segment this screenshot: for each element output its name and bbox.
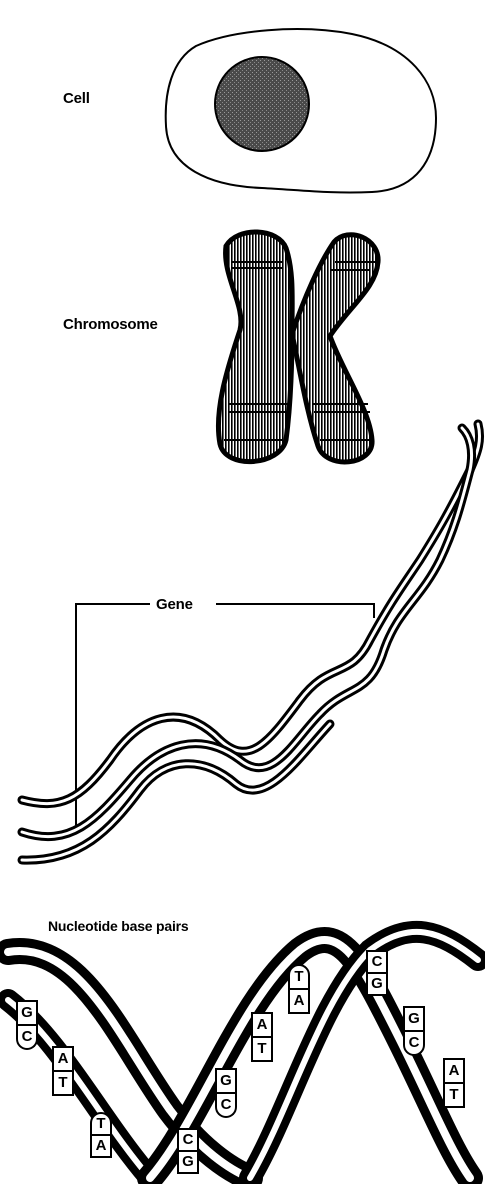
base-top: C — [366, 950, 388, 974]
chromatid-left — [218, 232, 292, 462]
chromosome-illustration — [218, 232, 378, 462]
base-pair: A T — [52, 1046, 74, 1096]
base-bottom: T — [52, 1072, 74, 1096]
base-bottom: C — [16, 1026, 38, 1050]
base-top: A — [443, 1058, 465, 1084]
base-top: A — [251, 1012, 273, 1038]
chromatid-right — [292, 235, 378, 462]
base-bottom: A — [288, 990, 310, 1014]
base-bottom: T — [443, 1084, 465, 1108]
base-bottom: C — [215, 1094, 237, 1118]
dna-helix — [22, 424, 480, 860]
base-pair: G C — [403, 1006, 425, 1056]
base-bottom: T — [251, 1038, 273, 1062]
nucleus-icon — [215, 57, 309, 151]
base-top: G — [215, 1068, 237, 1094]
base-bottom: C — [403, 1032, 425, 1056]
base-bottom: G — [177, 1152, 199, 1174]
base-pair: T A — [90, 1112, 112, 1158]
base-top: T — [90, 1112, 112, 1136]
base-top: C — [177, 1128, 199, 1152]
base-pair: G C — [215, 1068, 237, 1118]
base-top: T — [288, 964, 310, 990]
base-pair: C G — [366, 950, 388, 996]
base-pair: G C — [16, 1000, 38, 1050]
base-pair: C G — [177, 1128, 199, 1174]
cell-illustration — [166, 29, 436, 192]
base-bottom: G — [366, 974, 388, 996]
base-top: G — [403, 1006, 425, 1032]
base-pair: A T — [251, 1012, 273, 1062]
base-top: A — [52, 1046, 74, 1072]
base-pair: T A — [288, 964, 310, 1014]
base-bottom: A — [90, 1136, 112, 1158]
base-pair: A T — [443, 1058, 465, 1108]
base-top: G — [16, 1000, 38, 1026]
